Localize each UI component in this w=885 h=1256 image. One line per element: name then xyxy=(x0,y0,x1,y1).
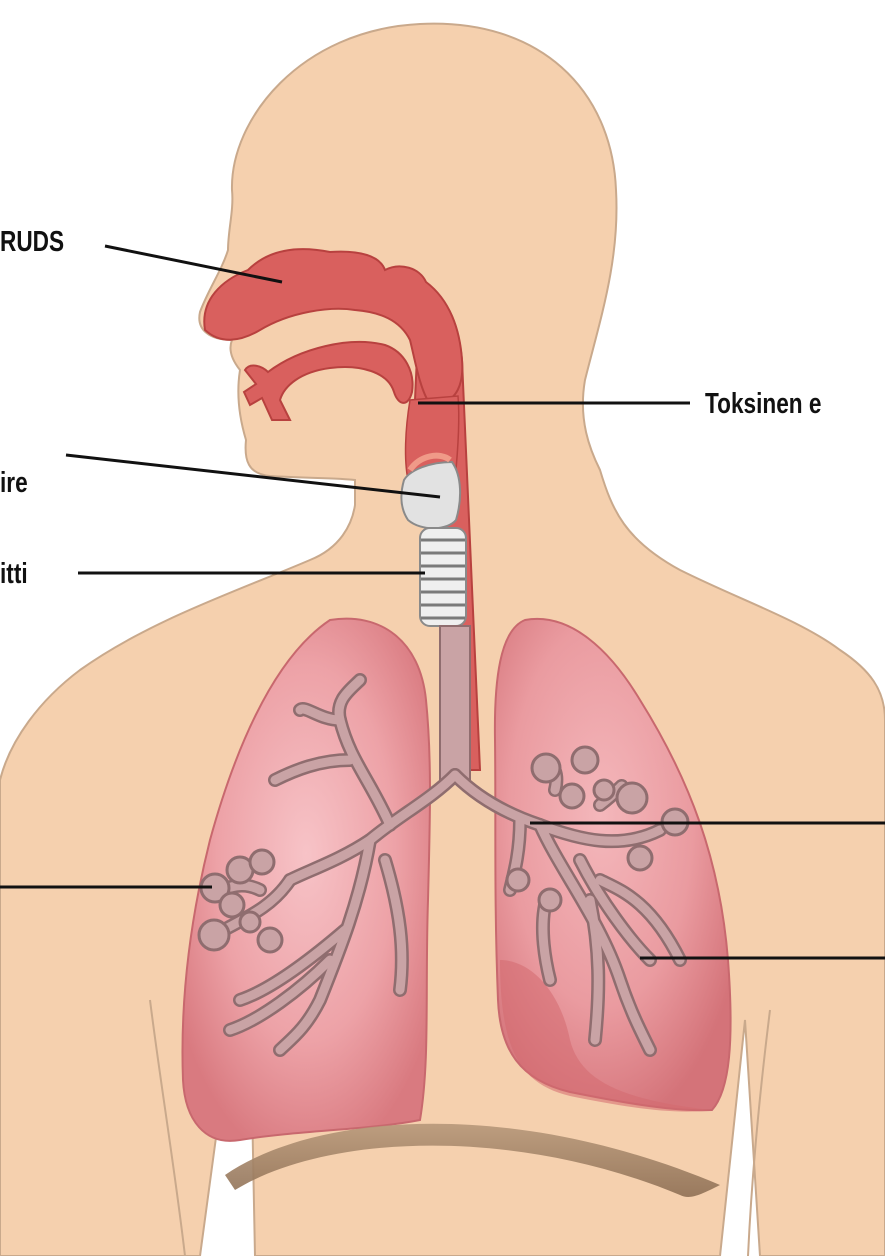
label-pharynx: Toksinen e xyxy=(705,390,821,419)
label-nasal: RUDS xyxy=(0,228,64,257)
label-trachea: itti xyxy=(0,560,28,589)
label-larynx: ire xyxy=(0,469,28,498)
lower-trachea xyxy=(440,626,470,780)
trachea xyxy=(420,528,466,626)
